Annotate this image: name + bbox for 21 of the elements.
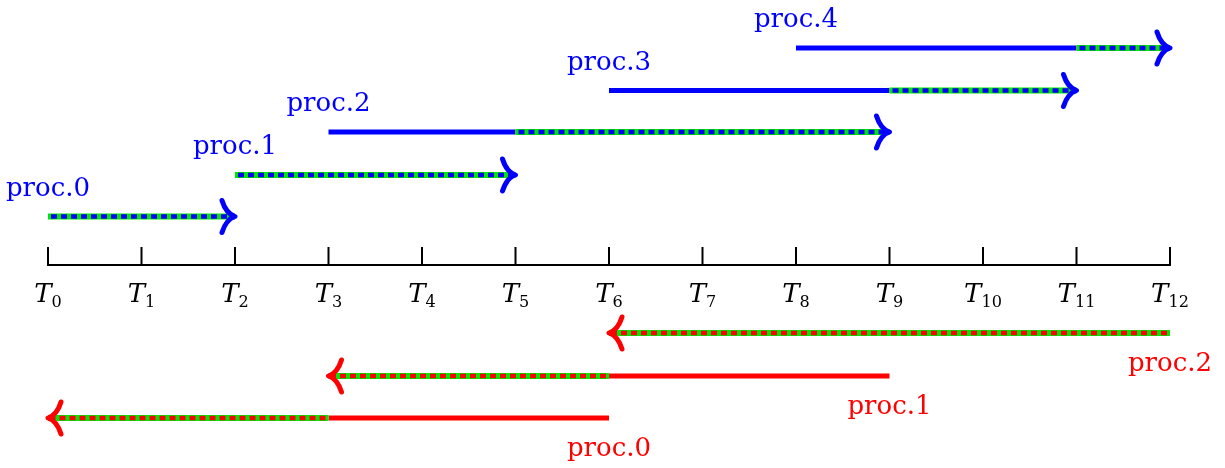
tick-label: T$_{5}$ xyxy=(501,280,530,306)
process-label: proc.0 xyxy=(566,434,652,460)
tick-label: T$_{2}$ xyxy=(221,280,249,306)
process-label: proc.2 xyxy=(1127,349,1213,375)
tick-label: T$_{9}$ xyxy=(875,280,904,306)
process-label: proc.4 xyxy=(753,5,839,31)
tick-label: T$_{10}$ xyxy=(964,280,1002,306)
process-label: proc.0 xyxy=(5,173,91,200)
tick-label: T$_{6}$ xyxy=(595,280,623,306)
process-label: proc.2 xyxy=(286,89,371,115)
tick-label: T$_{1}$ xyxy=(127,280,156,306)
tick-label: T$_{7}$ xyxy=(688,280,717,306)
process-label: proc.3 xyxy=(566,47,652,74)
tick-label: T$_{4}$ xyxy=(408,280,436,306)
tick-label: T$_{3}$ xyxy=(314,280,343,306)
tick-label: T$_{8}$ xyxy=(782,280,810,306)
process-label: proc.1 xyxy=(847,392,932,418)
process-label: proc.1 xyxy=(192,132,278,158)
tick-label: T$_{11}$ xyxy=(1057,280,1096,306)
tick-label: T$_{12}$ xyxy=(1151,280,1189,306)
tick-label: T$_{0}$ xyxy=(34,280,62,306)
